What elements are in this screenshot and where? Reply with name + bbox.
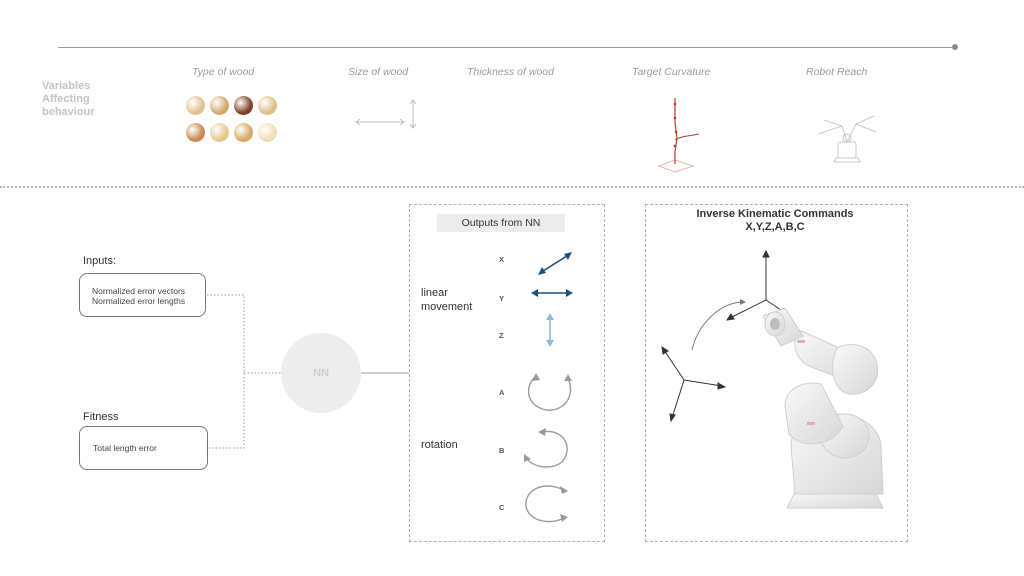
inputs-line: Normalized error vectors [92,286,186,296]
axis-label-c: C [499,503,505,512]
target-curvature-icon [657,98,700,173]
nn-label: NN [313,367,329,379]
ik-panel [645,204,908,542]
section-separator [0,186,1024,188]
wood-sample-swatch [210,96,229,115]
fitness-line: Total length error [93,443,157,453]
size-of-wood-icon [355,99,417,129]
variable-label-target-curvature: Target Curvature [632,66,711,78]
variable-label-size-of-wood: Size of wood [348,66,409,78]
inputs-label: Inputs: [83,255,117,267]
axis-label-x: X [499,255,505,264]
wood-sample-swatch [258,96,277,115]
axis-label-b: B [499,446,505,455]
linear-arrows [531,252,573,347]
wood-sample-swatch [234,96,253,115]
linear-movement-line: linear [421,287,448,299]
axis-label-z: Z [499,331,504,340]
z-axis-arrow-icon [546,313,554,347]
a-rotation-arrow-icon [527,375,572,411]
axis-label-a: A [499,388,505,397]
b-rotation-arrow-icon [525,430,568,468]
outputs-panel [409,204,605,542]
variables-title: Variables Affecting behaviour [42,80,162,119]
y-axis-arrow-icon [531,289,573,297]
x-axis-arrow-icon [538,252,572,275]
inputs-line: Normalized error lengths [92,296,186,306]
wood-sample-swatch [186,123,205,142]
fitness-box: Total length error [79,426,208,470]
nn-node: NN [281,333,361,413]
ik-title: Inverse Kinematic Commands X,Y,Z,A,B,C [660,208,890,234]
variables-title-line: behaviour [42,106,95,118]
wood-samples-grid [183,96,279,156]
linear-movement-label: linear movement [421,286,472,314]
variable-label-robot-reach: Robot Reach [806,66,868,78]
inputs-box: Normalized error vectors Normalized erro… [79,273,206,317]
c-rotation-arrow-icon [525,485,565,523]
variables-title-line: Affecting [42,93,90,105]
timeline-line [58,47,955,48]
variables-title-line: Variables [42,80,91,92]
wood-sample-swatch [210,123,229,142]
ik-title-line: X,Y,Z,A,B,C [745,221,805,233]
coordinate-frames-icon [661,249,780,423]
outputs-title: Outputs from NN [437,214,565,232]
wood-sample-swatch [234,123,253,142]
rotation-label: rotation [421,439,458,451]
robot-reach-icon [817,115,877,163]
rotation-arrows [524,373,572,523]
fitness-label: Fitness [83,411,119,423]
robot-arm-image [762,307,884,509]
axis-label-y: Y [499,294,505,303]
variable-label-type-of-wood: Type of wood [192,66,255,78]
linear-movement-line: movement [421,301,473,313]
ik-title-line: Inverse Kinematic Commands [696,208,854,220]
wood-sample-swatch [186,96,205,115]
variable-label-thickness-of-wood: Thickness of wood [467,66,554,78]
wood-sample-swatch [258,123,277,142]
timeline-end-dot [952,44,958,50]
